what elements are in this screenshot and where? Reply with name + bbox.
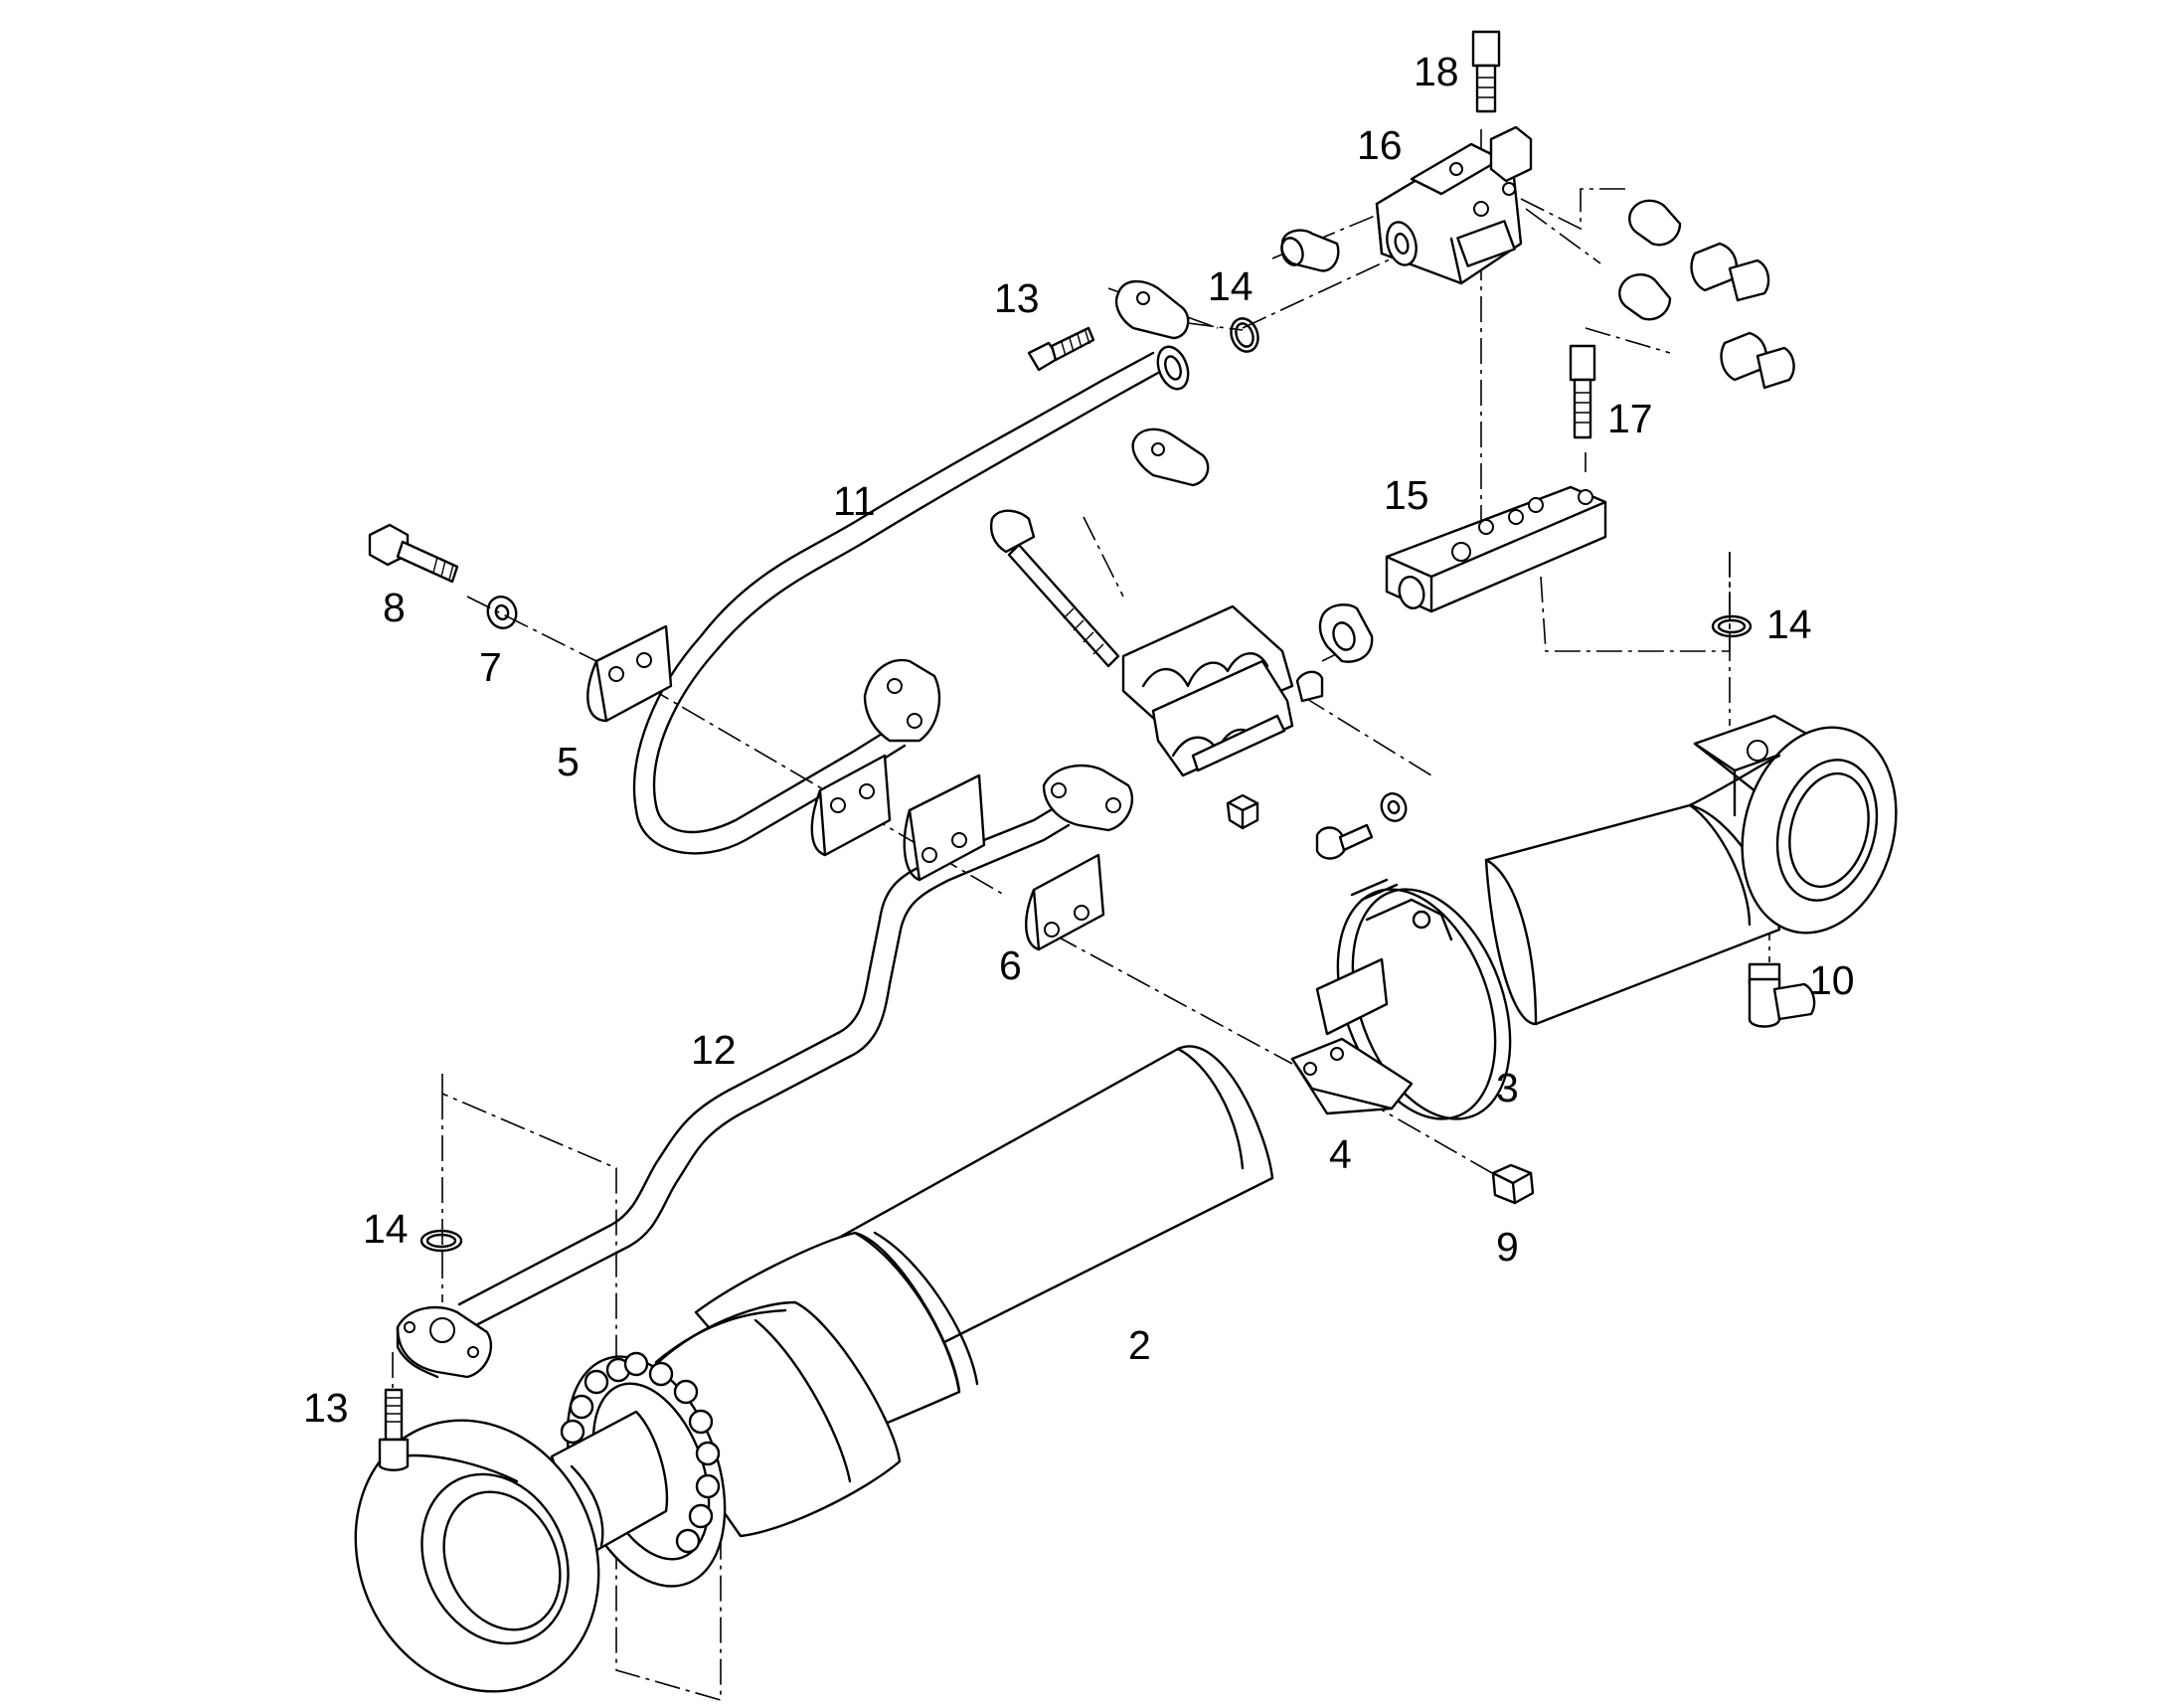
part-8-hex-bolt (368, 523, 459, 584)
part-17-socket-screw (1569, 344, 1596, 439)
part-2-main-cylinder (354, 1045, 1274, 1693)
split-flange-halves (1114, 279, 1210, 487)
part-13-bolt-lower (378, 1388, 410, 1471)
part-4-bracket (1290, 1037, 1414, 1115)
callout-16: 16 (1357, 122, 1403, 168)
assembly-leader-lines (392, 129, 1770, 1702)
callout-4: 4 (1329, 1131, 1352, 1177)
callout-11: 11 (833, 478, 876, 524)
callout-13-upper: 13 (994, 275, 1040, 321)
pipe-clamp-pair (810, 754, 986, 882)
callout-3: 3 (1496, 1065, 1519, 1110)
callout-13-lower: 13 (303, 1385, 349, 1431)
flange-bolts (560, 1351, 721, 1554)
part-14-oring-left (419, 1229, 463, 1253)
callout-15: 15 (1384, 472, 1429, 518)
part-18-socket-screw (1471, 30, 1501, 113)
part-15-manifold-block (1318, 485, 1607, 663)
valve-fittings (1280, 199, 1795, 390)
callout-18: 18 (1414, 49, 1459, 94)
upper-right-cylinder (1484, 714, 1898, 1026)
part-9-nut (1491, 1163, 1535, 1205)
part-16-valve-block (1375, 125, 1533, 285)
callout-17: 17 (1607, 396, 1653, 441)
part-11-upper-pipe (632, 345, 1190, 855)
part-14-oring-right (1711, 614, 1753, 638)
callout-5: 5 (557, 739, 580, 784)
callout-labels: 18 16 13 14 17 15 11 8 7 5 14 6 10 12 3 … (303, 49, 1855, 1431)
part-14-oring-top (1230, 317, 1259, 353)
callout-10: 10 (1809, 957, 1855, 1003)
part-12-lower-pipe (396, 764, 1134, 1379)
part-10-elbow-fitting (1748, 962, 1816, 1028)
part-6-bracket (1025, 853, 1105, 951)
callout-6: 6 (999, 942, 1022, 988)
part-13-bolt-upper (1027, 326, 1095, 372)
callout-9: 9 (1496, 1224, 1519, 1270)
center-clamp-assembly (990, 509, 1408, 860)
callout-7: 7 (479, 644, 502, 690)
callout-2: 2 (1128, 1322, 1151, 1368)
callout-14-upper: 14 (1208, 263, 1254, 309)
callout-8: 8 (383, 585, 406, 630)
part-5-bracket (586, 624, 673, 723)
part-7-washer (486, 596, 518, 629)
callout-12: 12 (691, 1027, 737, 1073)
callout-14-left: 14 (363, 1206, 409, 1252)
callout-14-right: 14 (1766, 601, 1812, 647)
part-3-clamp-band (1315, 878, 1512, 1120)
